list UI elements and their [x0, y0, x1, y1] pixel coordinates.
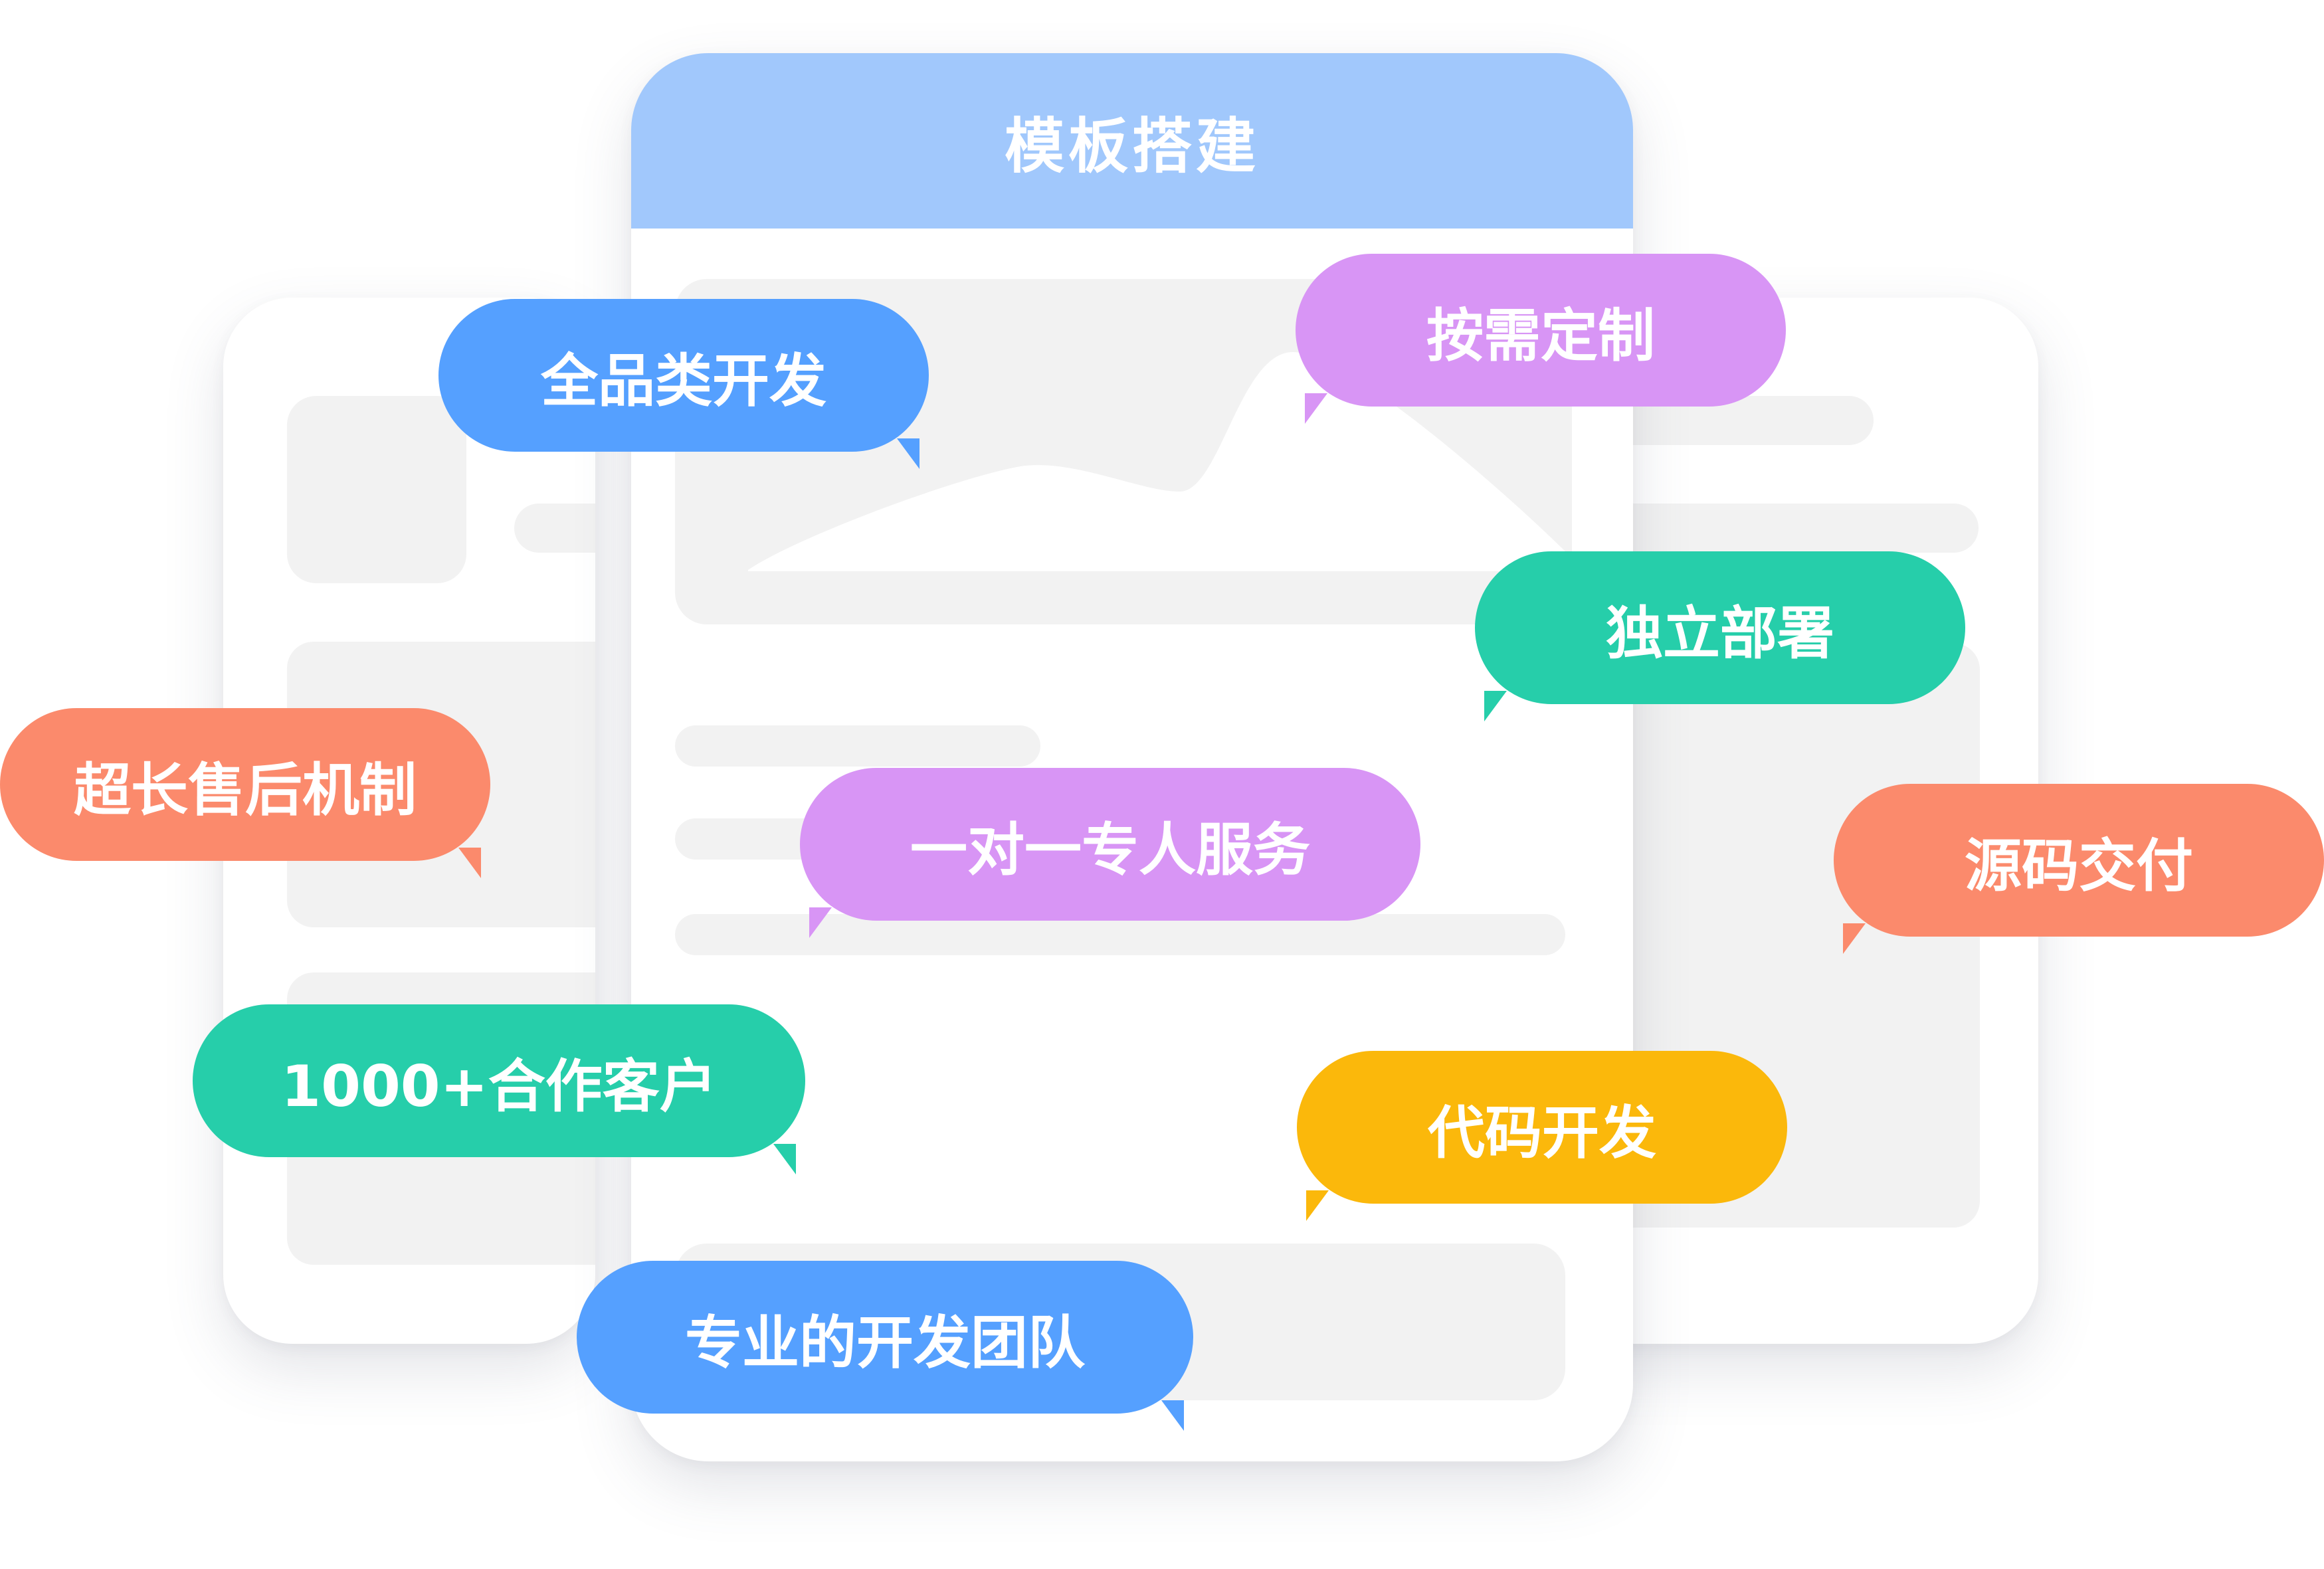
tag-label: 源码交付	[1965, 832, 2193, 899]
tag-label: 超长售后机制	[74, 757, 417, 824]
bubble-tail-icon	[773, 1144, 796, 1174]
image-placeholder	[287, 396, 466, 583]
tag-label: 一对一专人服务	[910, 816, 1310, 883]
tag-independent-deployment: 独立部署	[1475, 551, 1965, 721]
text-line-placeholder	[675, 725, 1040, 767]
bubble-tail-icon	[1306, 1190, 1329, 1221]
bubble-tail-icon	[897, 438, 920, 469]
tag-on-demand-customization: 按需定制	[1296, 254, 1786, 424]
tag-label: 按需定制	[1426, 302, 1655, 369]
bubble-tail-icon	[1161, 1400, 1184, 1431]
bubble-tail-icon	[458, 848, 481, 878]
tag-label: 独立部署	[1606, 600, 1834, 667]
tag-label: 全品类开发	[541, 347, 826, 415]
tag-1000-clients: 1000+合作客户	[193, 1004, 805, 1174]
template-card-title: 模板搭建	[1005, 112, 1260, 181]
bubble-tail-icon	[1484, 691, 1507, 721]
mountain-image-icon	[748, 352, 1572, 571]
bubble-tail-icon	[809, 907, 832, 938]
tag-source-code-delivery: 源码交付	[1834, 784, 2324, 954]
tag-long-after-sales: 超长售后机制	[0, 708, 490, 878]
text-line-placeholder	[514, 504, 595, 553]
bubble-tail-icon	[1843, 923, 1866, 954]
tag-code-development: 代码开发	[1297, 1051, 1787, 1221]
tag-full-category-development: 全品类开发	[438, 299, 929, 469]
tag-one-on-one-service: 一对一专人服务	[800, 768, 1420, 938]
template-card-header: 模板搭建	[631, 53, 1633, 229]
tag-professional-team: 专业的开发团队	[577, 1261, 1193, 1431]
tag-label: 代码开发	[1428, 1099, 1656, 1166]
tag-label: 专业的开发团队	[685, 1309, 1085, 1376]
bubble-tail-icon	[1305, 393, 1327, 424]
tag-label: 1000+合作客户	[281, 1053, 717, 1120]
